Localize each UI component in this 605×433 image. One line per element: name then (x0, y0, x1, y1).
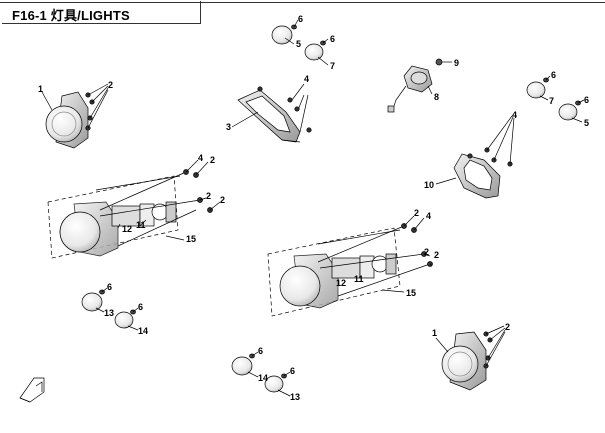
callout-4b: 4 (512, 110, 517, 120)
round-reflector-right-1 (526, 75, 551, 101)
callout-15: 15 (186, 234, 196, 244)
callout-5b: 5 (584, 118, 589, 128)
projector-assembly-left (47, 159, 221, 259)
headlight-1-bottom-right (435, 325, 506, 391)
callout-6g: 6 (258, 346, 263, 356)
page-title: F16-1 灯具/LIGHTS (12, 8, 130, 23)
callout-8: 8 (434, 92, 439, 102)
round-reflector-bottom-1 (231, 351, 259, 378)
callout-13: 13 (104, 308, 114, 318)
callout-4: 4 (304, 74, 309, 84)
callout-6e: 6 (107, 282, 112, 292)
headlight-1-top-left (41, 83, 109, 149)
callout-1b: 1 (432, 328, 437, 338)
callout-1: 1 (38, 84, 43, 94)
headlight-bracket-3 (231, 83, 312, 143)
callout-6c: 6 (551, 70, 556, 80)
headlight-bracket-10 (435, 115, 515, 199)
round-reflector-left-1 (81, 287, 108, 313)
callout-2d: 2 (220, 195, 225, 205)
round-reflector-mid (304, 38, 329, 66)
callout-2e: 2 (414, 208, 419, 218)
callout-6h: 6 (290, 366, 295, 376)
callout-7b: 7 (549, 96, 554, 106)
callout-12: 12 (122, 224, 132, 234)
callout-5: 5 (296, 39, 301, 49)
callout-2h: 2 (505, 322, 510, 332)
callout-2f: 2 (424, 247, 429, 257)
callout-2g: 2 (434, 250, 439, 260)
callout-3: 3 (226, 122, 231, 132)
callout-4c: 4 (198, 153, 203, 163)
round-reflector-left-2 (114, 307, 139, 331)
top-rule (0, 2, 605, 3)
callout-6b: 6 (330, 34, 335, 44)
horn-part-8 (387, 58, 452, 113)
callout-4d: 4 (426, 211, 431, 221)
round-reflector-right-2 (558, 99, 585, 123)
callout-7: 7 (330, 61, 335, 71)
callout-6f: 6 (138, 302, 143, 312)
callout-2b: 2 (210, 155, 215, 165)
projector-assembly-right (267, 215, 433, 317)
round-reflector-bottom-2 (264, 371, 291, 397)
title-box (2, 1, 201, 24)
callout-9: 9 (454, 58, 459, 68)
front-direction-arrow-icon (19, 377, 45, 403)
callout-6d: 6 (584, 95, 589, 105)
round-reflector-top (271, 19, 299, 45)
callout-15b: 15 (406, 288, 416, 298)
callout-14: 14 (138, 326, 148, 336)
callout-11b: 11 (354, 274, 364, 284)
callout-13b: 13 (290, 392, 300, 402)
callout-12b: 12 (336, 278, 346, 288)
callout-14b: 14 (258, 373, 268, 383)
callout-11: 11 (136, 220, 146, 230)
callout-10: 10 (424, 180, 434, 190)
callout-2: 2 (108, 80, 113, 90)
callout-6: 6 (298, 14, 303, 24)
callout-2c: 2 (206, 191, 211, 201)
